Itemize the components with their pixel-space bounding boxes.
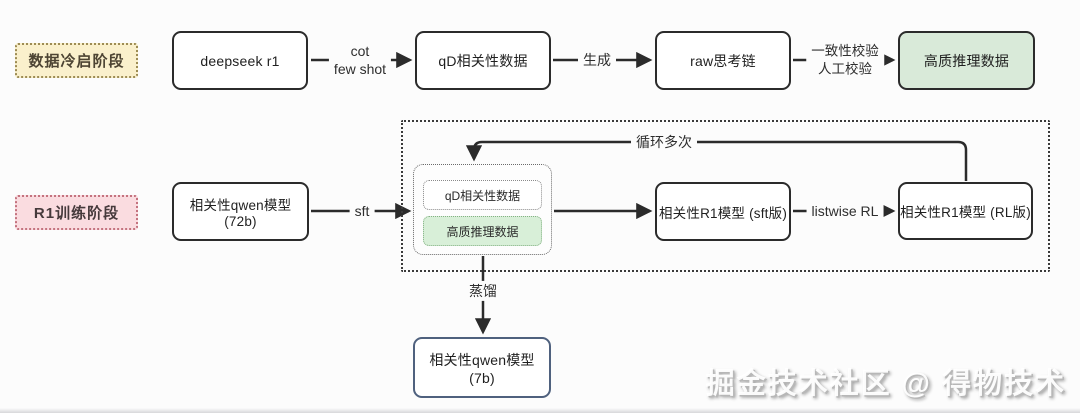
- edge-label-loop: 循环多次: [631, 131, 697, 153]
- node-qd-relevance-data: qD相关性数据: [415, 31, 551, 90]
- edge-label-cot-few-shot: cot few shot: [328, 40, 392, 80]
- node-raw-cot-chain: raw思考链: [655, 31, 791, 90]
- bottom-edge-shade: [0, 408, 1080, 413]
- phase-badge-cold-start: 数据冷启阶段: [15, 43, 138, 78]
- edge-label-generate: 生成: [578, 49, 616, 71]
- phase-badge-r1-training: R1训练阶段: [15, 195, 138, 230]
- edge-label-sft: sft: [349, 200, 375, 222]
- edge-label-check-line2: 人工校验: [818, 61, 872, 76]
- node-qwen-72b: 相关性qwen模型 (72b): [172, 182, 309, 241]
- watermark: 掘金技术社区 @ 得物技术: [705, 368, 1066, 400]
- edge-label-cot-line2: few shot: [333, 61, 387, 77]
- node-r1-rl: 相关性R1模型 (RL版): [898, 182, 1033, 240]
- edge-label-check-line1: 一致性校验: [811, 43, 879, 59]
- node-high-quality-reasoning-data: 高质推理数据: [898, 31, 1035, 90]
- node-inner-qd-data: qD相关性数据: [423, 180, 542, 210]
- node-deepseek-r1: deepseek r1: [172, 31, 308, 90]
- edge-label-cot-line1: cot: [350, 42, 370, 59]
- training-loop-container: [401, 120, 1050, 272]
- edge-label-distill: 蒸馏: [464, 280, 502, 302]
- node-qwen-7b: 相关性qwen模型 (7b): [413, 337, 551, 398]
- node-r1-sft: 相关性R1模型 (sft版): [655, 182, 791, 241]
- edge-label-listwise-rl: listwise RL: [806, 200, 884, 222]
- edge-label-consistency-check: 一致性校验 人工校验: [806, 41, 884, 79]
- node-inner-hq-data: 高质推理数据: [423, 216, 542, 246]
